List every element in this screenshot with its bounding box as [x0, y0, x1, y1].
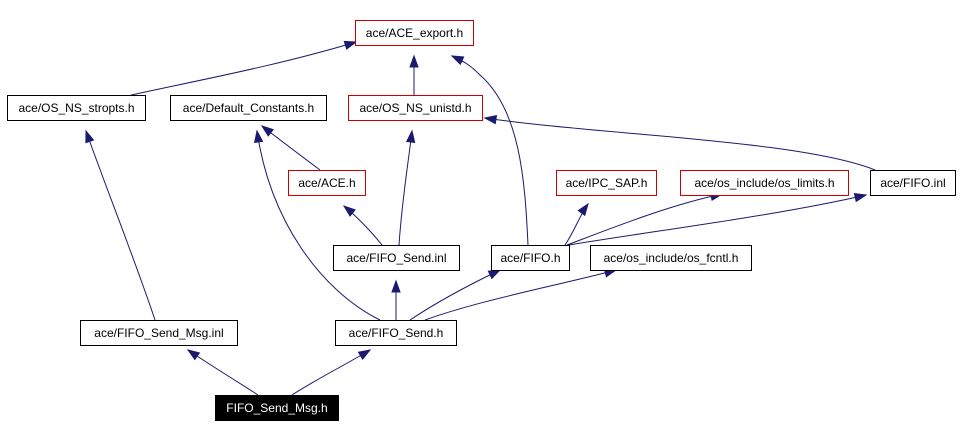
arrowhead-icon: [483, 115, 498, 125]
node-box: [355, 20, 474, 46]
node-os-ns-stropts[interactable]: ace/OS_NS_stropts.h: [7, 95, 146, 121]
edge-fifo_send_h-to-fifo_h: [409, 269, 502, 321]
edge-line: [256, 130, 381, 321]
arrowhead-icon: [487, 269, 502, 280]
node-box: [288, 170, 366, 196]
edge-ace_h-to-default_constants: [260, 125, 321, 171]
nodes-layer: ace/ACE_export.h ace/OS_NS_stropts.h ace/D…: [7, 20, 956, 421]
node-fifo-send-msg-h: FIFO_Send_Msg.h: [215, 395, 339, 421]
edge-fifo_send_h-to-os_fcntl: [424, 268, 618, 321]
node-label: ace/FIFO_Send.h: [349, 326, 444, 340]
edge-fifo_h-to-fifo_inl: [568, 193, 868, 246]
node-label: FIFO_Send_Msg.h: [226, 401, 327, 415]
edge-line: [451, 55, 529, 246]
node-label: ace/OS_NS_unistd.h: [359, 101, 471, 115]
edge-fifo_h-to-ipc_sap: [564, 202, 589, 246]
arrowhead-icon: [343, 40, 358, 50]
node-box: [333, 245, 460, 271]
edge-os_ns_unistd-to-ace_export: [409, 54, 419, 95]
arrowhead-icon: [357, 349, 372, 360]
edge-line: [566, 193, 723, 246]
edge-line: [187, 349, 259, 396]
node-box: [215, 395, 339, 421]
edge-fifo_h-to-ace_export: [450, 55, 529, 246]
node-label: ace/os_include/os_fcntl.h: [604, 251, 739, 265]
arrowhead-icon: [391, 279, 401, 293]
edge-line: [568, 194, 867, 246]
node-fifo-send-h[interactable]: ace/FIFO_Send.h: [335, 320, 457, 346]
edge-fifo_send_inl-to-ace_h: [342, 205, 383, 246]
node-label: ace/Default_Constants.h: [183, 101, 314, 115]
arrowhead-icon: [405, 129, 416, 143]
arrowhead-icon: [342, 205, 356, 217]
node-fifo-inl[interactable]: ace/FIFO.inl: [870, 170, 956, 196]
node-box: [870, 170, 956, 196]
edge-fifo_send_h-to-default_constants: [253, 129, 381, 321]
node-box: [556, 170, 657, 196]
node-label: ace/ACE.h: [298, 176, 355, 190]
node-box: [590, 245, 752, 271]
node-os-fcntl[interactable]: ace/os_include/os_fcntl.h: [590, 245, 752, 271]
node-label: ace/OS_NS_stropts.h: [18, 101, 134, 115]
arrowhead-icon: [853, 193, 868, 203]
edge-line: [130, 41, 357, 96]
edge-line: [85, 130, 156, 321]
node-ace-export[interactable]: ace/ACE_export.h: [355, 20, 474, 46]
edge-fifo_send_msg_h-to-fifo_send_msg_inl: [186, 349, 259, 396]
arrowhead-icon: [186, 349, 201, 361]
node-fifo-send-msg-inl[interactable]: ace/FIFO_Send_Msg.inl: [80, 320, 238, 346]
node-ace-h[interactable]: ace/ACE.h: [288, 170, 366, 196]
edge-fifo_send_msg_inl-to-os_ns_stropts: [85, 129, 156, 321]
node-box: [170, 95, 327, 121]
node-fifo-h[interactable]: ace/FIFO.h: [491, 245, 570, 271]
node-label: ace/ACE_export.h: [366, 26, 463, 40]
node-box: [335, 320, 457, 346]
node-box: [80, 320, 238, 346]
arrowhead-icon: [577, 202, 589, 217]
arrowhead-icon: [260, 125, 274, 137]
edge-line: [409, 269, 501, 321]
node-fifo-send-inl[interactable]: ace/FIFO_Send.inl: [333, 245, 460, 271]
edge-line: [424, 269, 617, 321]
edge-line: [398, 130, 413, 246]
arrowhead-icon: [85, 129, 95, 144]
edge-fifo_inl-to-os_ns_unistd: [483, 115, 876, 171]
node-default-constants[interactable]: ace/Default_Constants.h: [170, 95, 327, 121]
arrowhead-icon: [253, 129, 264, 144]
node-label: ace/FIFO.inl: [880, 176, 945, 190]
node-os-limits[interactable]: ace/os_include/os_limits.h: [680, 170, 849, 196]
edge-line: [484, 117, 876, 171]
node-box: [7, 95, 146, 121]
arrowhead-icon: [450, 55, 465, 66]
node-label: ace/FIFO_Send.inl: [346, 251, 446, 265]
arrowhead-icon: [409, 54, 419, 68]
edge-fifo_send_msg_h-to-fifo_send_h: [291, 349, 372, 396]
edge-line: [291, 349, 371, 396]
node-os-ns-unistd[interactable]: ace/OS_NS_unistd.h: [348, 95, 483, 121]
node-ipc-sap[interactable]: ace/IPC_SAP.h: [556, 170, 657, 196]
node-label: ace/IPC_SAP.h: [566, 176, 648, 190]
edges-layer: [85, 40, 876, 396]
node-label: ace/FIFO_Send_Msg.inl: [94, 326, 223, 340]
edge-fifo_send_h-to-fifo_send_inl: [391, 279, 401, 320]
node-label: ace/FIFO.h: [500, 251, 560, 265]
node-label: ace/os_include/os_limits.h: [694, 176, 834, 190]
node-box: [491, 245, 570, 271]
edge-fifo_send_inl-to-os_ns_unistd: [398, 129, 416, 246]
edge-fifo_h-to-os_limits: [566, 191, 724, 246]
edge-os_ns_stropts-to-ace_export: [130, 40, 358, 96]
node-box: [680, 170, 849, 196]
node-box: [348, 95, 483, 121]
